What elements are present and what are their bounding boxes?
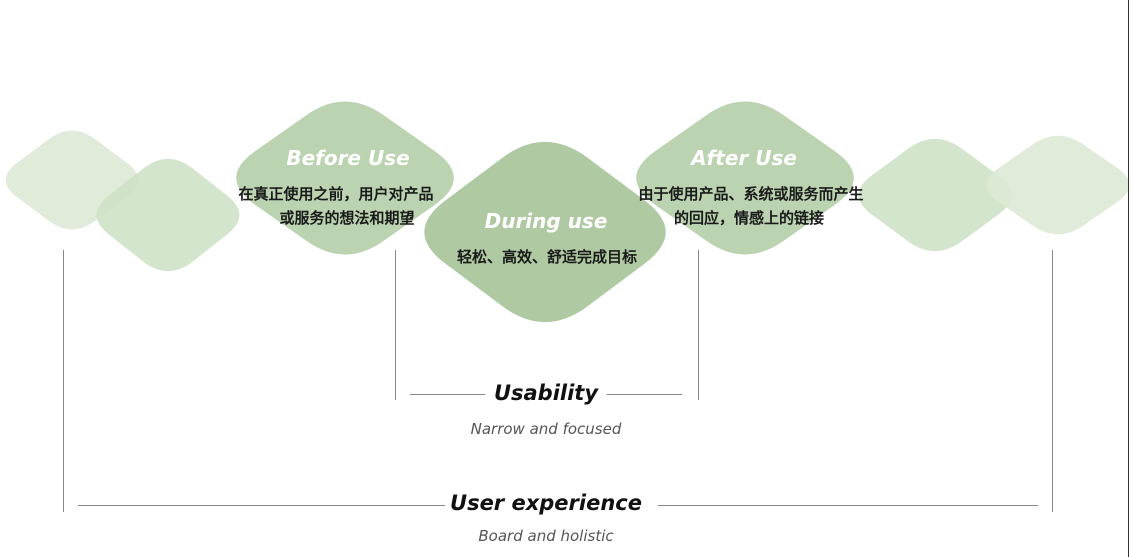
user-experience-title: User experience [450,491,642,515]
usability-line-left [410,394,485,395]
usability-line-right [607,394,682,395]
before-use-title: Before Use [286,146,410,170]
shape-left [96,158,240,272]
right-edge-divider [1128,0,1129,557]
during-use-desc: 轻松、高效、舒适完成目标 [456,248,638,266]
shape-during-use [424,141,666,323]
after-use-desc-line2: 的回应，情感上的链接 [673,209,825,227]
ux-line-left [78,505,445,506]
usability-right-bracket [698,250,699,400]
shape-right [858,138,1012,252]
usability-subtitle: Narrow and focused [470,420,622,438]
before-use-desc-line1: 在真正使用之前，用户对产品 [238,185,434,203]
usability-title: Usability [493,381,599,405]
shape-far-right [986,135,1130,235]
ux-right-bracket [1052,250,1053,512]
user-experience-subtitle: Board and holistic [478,527,614,545]
ux-left-bracket [63,250,64,512]
after-use-title: After Use [691,146,797,170]
shape-before-use [236,101,454,255]
usability-left-bracket [395,250,396,400]
ux-line-right [658,505,1038,506]
shape-after-use [636,101,854,255]
during-use-title: During use [484,209,608,233]
after-use-desc-line1: 由于使用产品、系统或服务而产生 [638,185,864,203]
before-use-desc-line2: 或服务的想法和期望 [279,209,415,227]
